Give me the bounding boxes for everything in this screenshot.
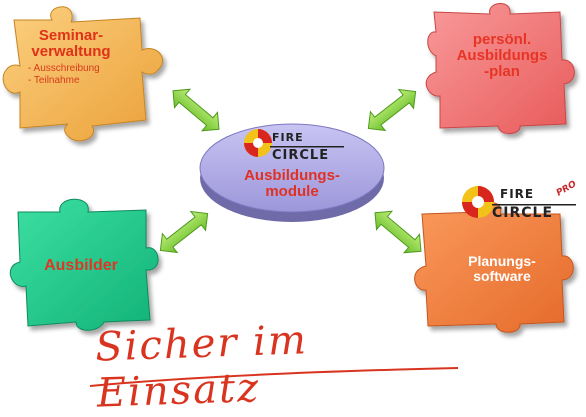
ausbildungsplan-line3: -plan [484,62,520,80]
planungssoftware-line2: software [473,267,531,284]
ausbildungsplan-puzzle-piece [425,3,575,134]
ausbilder-label: Ausbilder [44,257,118,274]
arrow-bottom-right [374,210,422,254]
fire-circle-pro-logo-mark [462,186,494,218]
center-line1: Ausbildungs- [244,167,340,184]
center-logo-word-fire: FIRE [272,131,304,144]
planungssoftware-line1: Planungs- [468,253,536,269]
slogan-underline [89,367,459,387]
diagram-graphics [2,3,576,333]
planungssoftware-label: Planungs- software [452,254,552,283]
ausbilder-puzzle-piece [9,198,159,331]
seminar-label: Seminar- verwaltung - Ausschreibung - Te… [28,28,138,87]
ausbildungsplan-line2: Ausbildungs [456,46,548,64]
seminar-puzzle-piece [2,6,164,142]
ausbildungsmodule-label: Ausbildungs- module [218,168,366,200]
arrow-top-left [172,88,220,132]
arrow-top-right [367,88,417,132]
seminar-item-teilnahme: - Teilnahme [28,74,80,86]
pro-logo-word-circle: CIRCLE [492,205,554,221]
logo-divider [270,146,344,148]
ausbildungsplan-line1: persönl. [472,31,532,48]
seminar-title-line2: verwaltung [31,42,111,60]
pro-logo-word-fire: FIRE [500,187,535,201]
center-logo-word-circle: CIRCLE [272,148,330,163]
center-line2: module [265,182,319,200]
pro-logo-divider [492,204,576,206]
arrow-bottom-left [159,210,209,254]
diagram-stage: Seminar- verwaltung - Ausschreibung - Te… [2,3,578,417]
seminar-item-ausschreibung: - Ausschreibung [28,62,100,74]
ausbildungsplan-label: persönl. Ausbildungs -plan [452,32,552,79]
fire-circle-logo-mark [244,129,272,157]
seminar-title-line1: Seminar- [38,27,104,44]
